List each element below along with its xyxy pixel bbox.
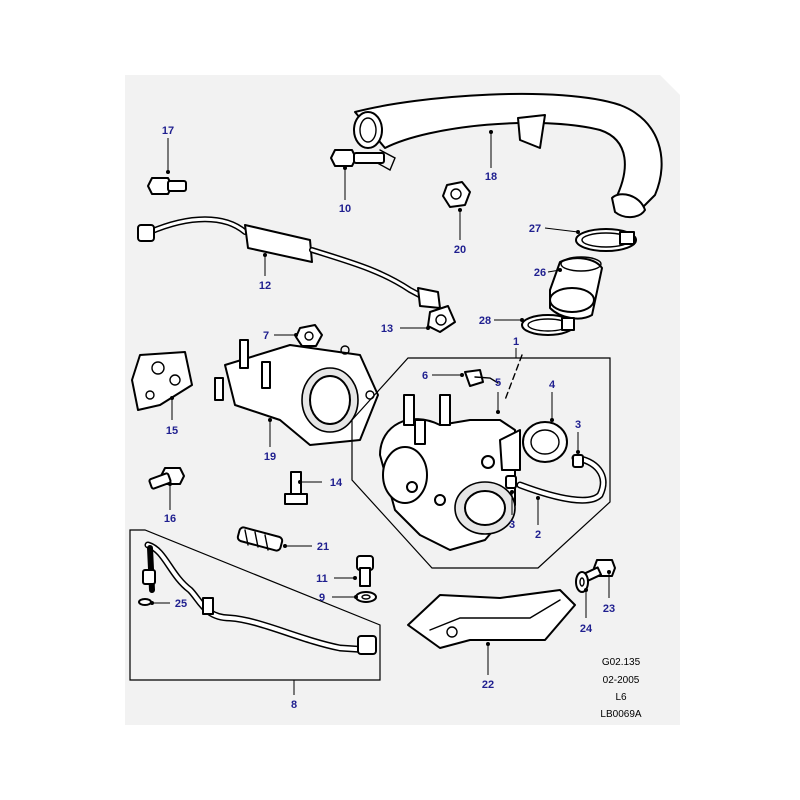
callout-19: 19 xyxy=(264,451,276,463)
callout-28: 28 xyxy=(479,315,491,327)
callout-5: 5 xyxy=(495,377,501,389)
o-ring-25 xyxy=(138,598,152,606)
callout-10: 10 xyxy=(339,203,351,215)
return-pipe-8 xyxy=(129,529,381,681)
callout-9: 9 xyxy=(319,592,325,604)
connector-hose-26 xyxy=(549,256,603,320)
callout-13: 13 xyxy=(381,323,393,335)
callout-18: 18 xyxy=(485,171,497,183)
callout-12: 12 xyxy=(259,280,271,292)
callout-3a: 3 xyxy=(575,419,581,431)
callout-7: 7 xyxy=(263,330,269,342)
callout-15: 15 xyxy=(166,425,178,437)
nut-7 xyxy=(295,324,323,347)
callout-14: 14 xyxy=(330,477,343,489)
callout-2: 2 xyxy=(535,529,541,541)
callout-20: 20 xyxy=(454,244,466,256)
bolt-16 xyxy=(148,467,185,490)
drawing-ref: LB0069A xyxy=(600,709,641,720)
bolt-17 xyxy=(147,177,187,195)
callout-1: 1 xyxy=(513,336,519,348)
nut-20 xyxy=(442,181,471,208)
callout-11: 11 xyxy=(316,573,328,585)
callout-27: 27 xyxy=(529,223,541,235)
bracket-15 xyxy=(131,351,193,411)
stud-21 xyxy=(236,526,284,552)
bolt-11 xyxy=(356,555,374,587)
hose-clip-28 xyxy=(521,314,575,336)
callout-21: 21 xyxy=(317,541,329,553)
callout-4: 4 xyxy=(549,379,556,391)
oil-feed-pipe-12 xyxy=(137,216,441,309)
heat-shield-22 xyxy=(407,589,576,649)
callout-6: 6 xyxy=(422,370,428,382)
leader-lines xyxy=(150,130,611,695)
callouts: 1 2 3 3 4 5 6 7 8 9 10 11 12 13 14 15 16… xyxy=(162,125,615,711)
callout-24: 24 xyxy=(580,623,593,635)
callout-3b: 3 xyxy=(509,519,515,531)
bolt-10 xyxy=(330,149,385,167)
diagram-panel xyxy=(125,75,680,725)
intake-hose xyxy=(353,92,663,218)
drawing-model: L6 xyxy=(615,692,627,703)
turbocharger-assembly-1 xyxy=(351,354,611,569)
washer-24 xyxy=(575,571,589,593)
exhaust-adapter-19 xyxy=(214,339,379,446)
callout-23: 23 xyxy=(603,603,615,615)
gasket-13 xyxy=(427,305,456,333)
drawing-code: G02.135 xyxy=(602,657,641,668)
callout-17: 17 xyxy=(162,125,174,137)
callout-25: 25 xyxy=(175,598,187,610)
callout-26: 26 xyxy=(534,267,546,279)
washer-9 xyxy=(355,591,377,603)
drawing-date: 02-2005 xyxy=(603,675,640,686)
hose-clip-27 xyxy=(575,228,637,252)
callout-8: 8 xyxy=(291,699,297,711)
drawing-reference: G02.135 02-2005 L6 LB0069A xyxy=(600,657,641,720)
callout-16: 16 xyxy=(164,513,176,525)
callout-22: 22 xyxy=(482,679,494,691)
